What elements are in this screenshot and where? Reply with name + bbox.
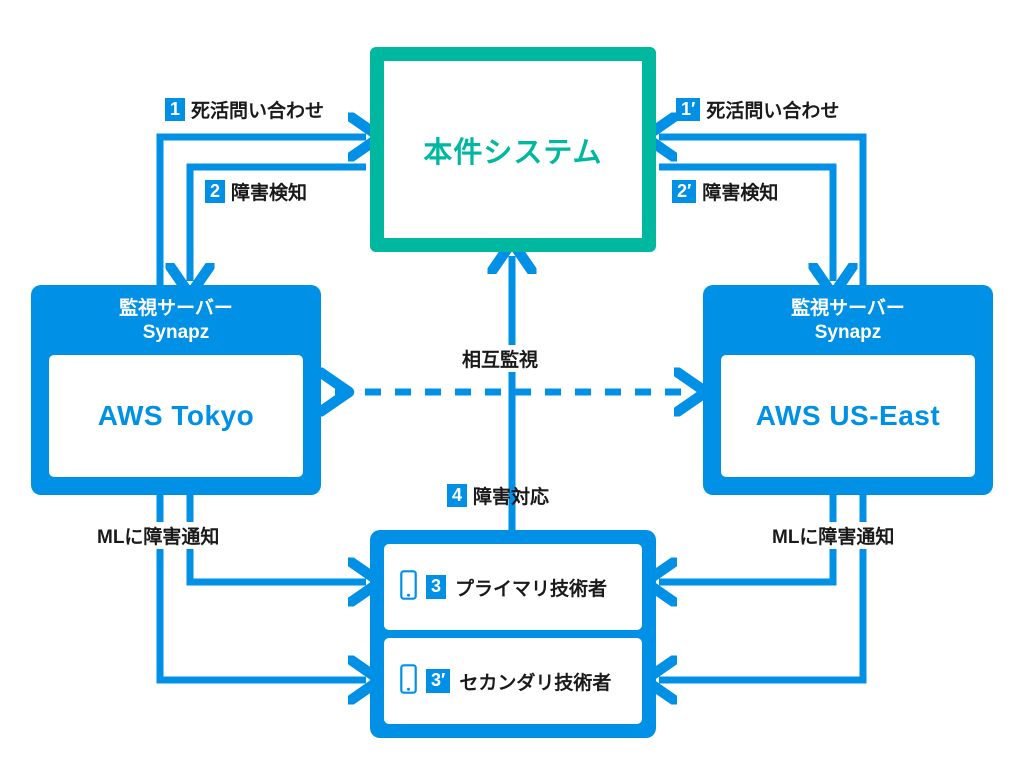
- flow-badge-1: 1: [165, 97, 186, 122]
- label-mutual-monitoring: 相互監視: [458, 345, 543, 372]
- engineer-name-secondary: セカンダリ技術者: [459, 672, 612, 694]
- flow-label-fault-detect-right: 2′ 障害検知: [672, 178, 778, 205]
- engineer-badge-secondary: 3′: [426, 669, 451, 693]
- connector-health-check-left: [156, 137, 366, 285]
- flow-label-incident-response: 4 障害対応: [447, 482, 549, 509]
- engineer-row-secondary: 3′ セカンダリ技術者: [384, 638, 642, 724]
- flow-label-health-check-right: 1′ 死活問い合わせ: [676, 96, 839, 123]
- monitoring-server-region-panel: AWS US-East: [721, 354, 975, 477]
- monitoring-server-us-east: 監視サーバー Synapz AWS US-East: [703, 285, 993, 495]
- flow-text-4: 障害対応: [473, 487, 550, 508]
- smartphone-icon: [400, 569, 417, 605]
- flow-text-1: 死活問い合わせ: [191, 101, 325, 122]
- engineers-box: 3 プライマリ技術者 3′ セカンダリ技術者: [370, 530, 656, 738]
- flow-text-2: 障害検知: [231, 183, 308, 204]
- connector-health-check-right: [659, 137, 867, 285]
- flow-label-health-check-left: 1 死活問い合わせ: [165, 96, 324, 123]
- flow-badge-2: 2: [205, 179, 226, 204]
- flow-text-1-prime: 死活問い合わせ: [706, 101, 840, 122]
- system-label: 本件システム: [423, 136, 603, 169]
- flow-badge-1-prime: 1′: [676, 97, 701, 122]
- connector-fault-detect-right: [659, 163, 833, 281]
- engineer-badge-primary: 3: [426, 575, 447, 599]
- system-box: 本件システム: [370, 47, 656, 252]
- connector-fault-detect-left: [190, 163, 366, 281]
- engineer-name-primary: プライマリ技術者: [455, 578, 608, 600]
- flow-text-2-prime: 障害検知: [702, 183, 779, 204]
- flow-label-fault-detect-left: 2 障害検知: [205, 178, 307, 205]
- region-label-us-east: AWS US-East: [755, 399, 941, 431]
- monitoring-server-region-panel: AWS Tokyo: [49, 354, 303, 477]
- flow-badge-4: 4: [447, 483, 468, 508]
- monitoring-server-tokyo: 監視サーバー Synapz AWS Tokyo: [31, 285, 321, 495]
- label-ml-notify-right: MLに障害通知: [768, 522, 899, 549]
- engineer-row-primary: 3 プライマリ技術者: [384, 544, 642, 630]
- smartphone-icon: [400, 663, 417, 699]
- connector-ml-notify-right-secondary: [659, 495, 867, 680]
- flow-badge-2-prime: 2′: [672, 179, 697, 204]
- connector-ml-notify-left-secondary: [156, 495, 366, 680]
- monitoring-server-title: 監視サーバー Synapz: [791, 298, 905, 343]
- region-label-tokyo: AWS Tokyo: [97, 399, 255, 431]
- label-ml-notify-left: MLに障害通知: [93, 522, 224, 549]
- monitoring-server-title: 監視サーバー Synapz: [119, 298, 233, 343]
